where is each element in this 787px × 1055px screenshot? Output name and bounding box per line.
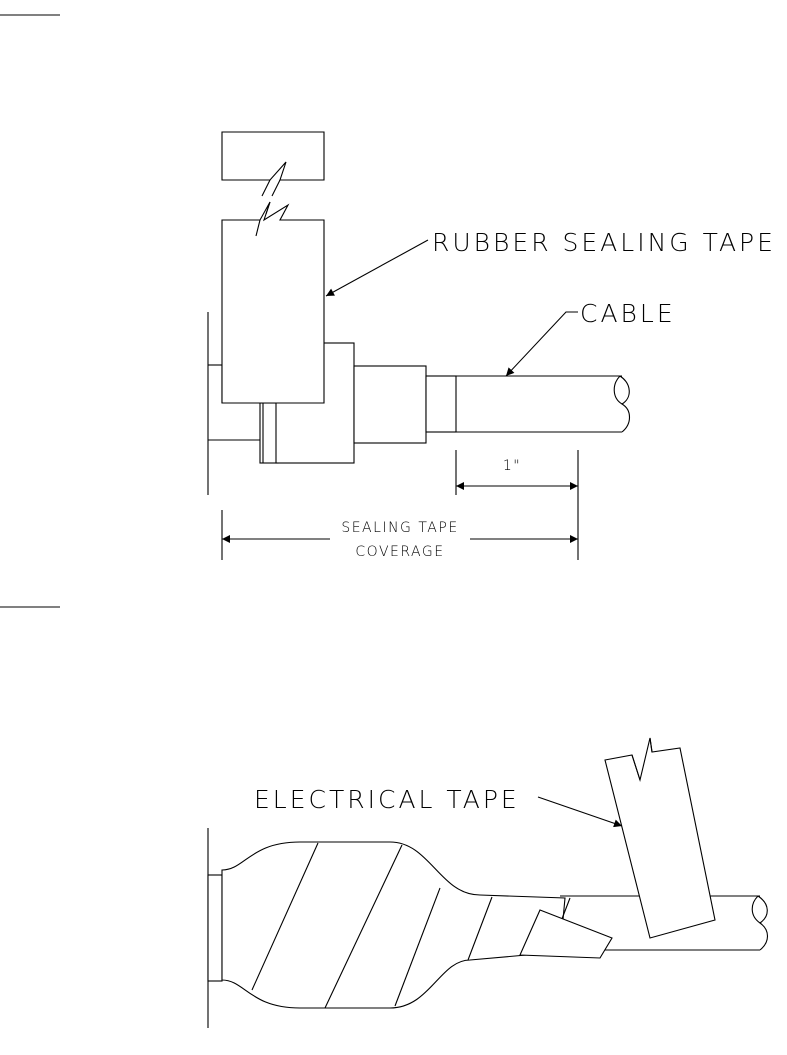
cable-break-symbol-bottom <box>752 896 767 950</box>
label-rubber-sealing-tape: RUBBER SEALING TAPE <box>432 228 776 257</box>
label-coverage-line1: SEALING TAPE <box>341 520 458 536</box>
figure-bottom-electrical-tape: ELECTRICAL TAPE <box>208 738 768 1028</box>
label-cable: CABLE <box>580 299 676 328</box>
electrical-tape-strip <box>605 738 715 938</box>
sealing-tape-strip-upper <box>222 132 324 180</box>
label-coverage-line2: COVERAGE <box>355 544 444 560</box>
cable-gland <box>426 376 456 432</box>
cable <box>456 376 622 432</box>
taped-connector-body <box>222 842 565 1008</box>
cable-break-symbol <box>614 376 629 432</box>
leader-cable <box>506 312 578 376</box>
leader-sealing-tape <box>326 240 428 296</box>
label-dimension-1in: 1" <box>503 458 521 474</box>
label-electrical-tape: ELECTRICAL TAPE <box>254 785 520 814</box>
sealing-tape-strip-lower <box>222 202 324 403</box>
leader-electrical-tape <box>538 797 622 826</box>
connector-nut <box>354 366 426 443</box>
figure-top-sealing-tape: RUBBER SEALING TAPE CABLE 1" SEALING TAP… <box>208 132 776 562</box>
